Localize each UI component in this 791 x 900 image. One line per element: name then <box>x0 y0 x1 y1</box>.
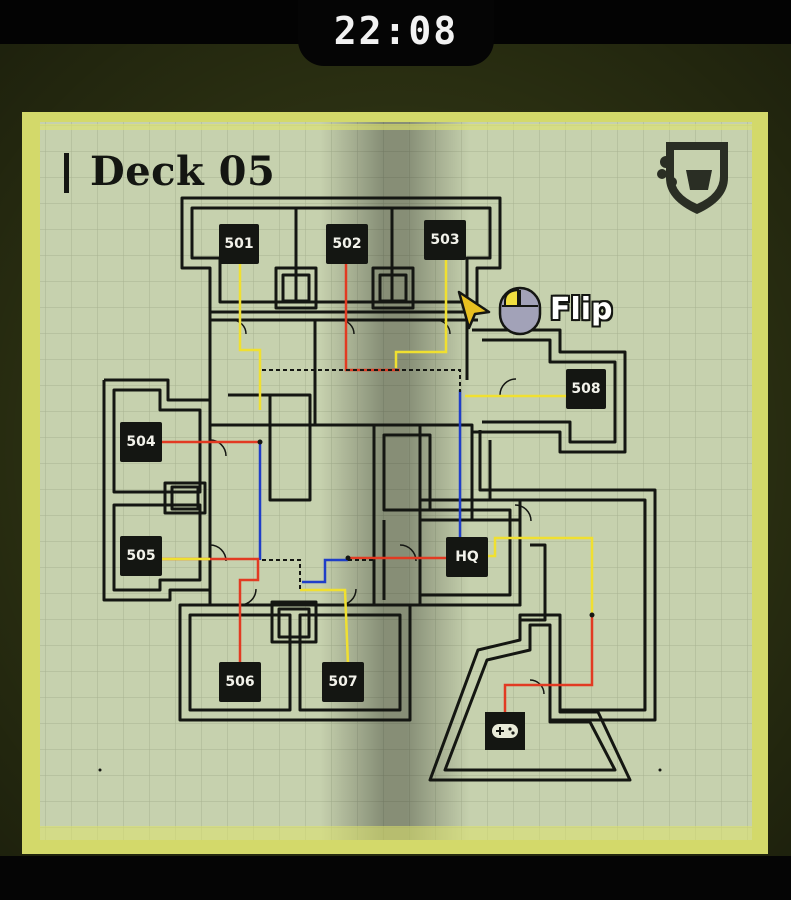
room-503-label: 503 <box>424 220 466 260</box>
bottom-bar <box>0 856 791 900</box>
room-508-label: 508 <box>566 369 606 409</box>
mouse-icon <box>498 286 542 336</box>
room-501-label: 501 <box>219 224 259 264</box>
clock: 22:08 <box>333 9 459 53</box>
cursor-arrow-icon <box>457 290 491 330</box>
wires <box>160 258 594 718</box>
deck-title: Deck 05 <box>90 148 276 195</box>
clock-tab <box>298 0 494 66</box>
room-506-label: 506 <box>219 662 261 702</box>
room-504-label: 504 <box>120 422 162 462</box>
room-505-label: 505 <box>120 536 162 576</box>
deck-emblem-icon <box>657 142 728 214</box>
title-bar-mark <box>64 153 69 193</box>
room-507-label: 507 <box>322 662 364 702</box>
doors <box>209 319 545 695</box>
wire-junctions <box>262 369 461 590</box>
notebook <box>22 112 768 854</box>
flip-prompt-label[interactable]: Flip <box>550 292 613 327</box>
deck-walls <box>102 196 657 782</box>
gamepad-icon <box>485 712 525 750</box>
room-502-label: 502 <box>326 224 368 264</box>
room-hq-label: HQ <box>446 537 488 577</box>
